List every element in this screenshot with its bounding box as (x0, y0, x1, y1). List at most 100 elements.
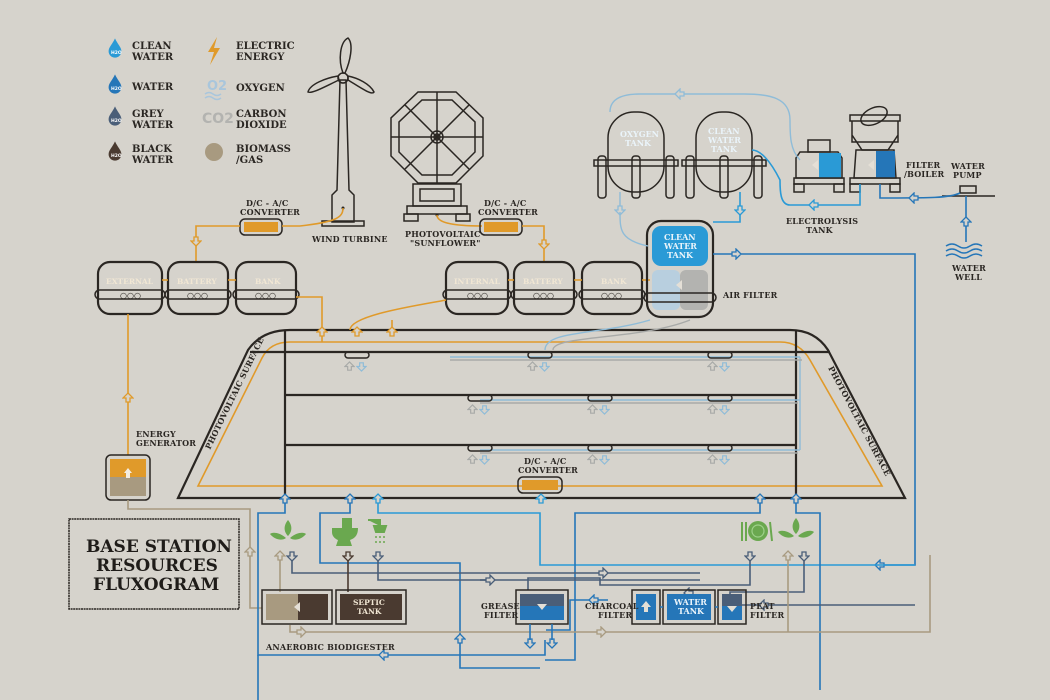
svg-text:CARBON: CARBON (236, 109, 287, 120)
svg-text:/GAS: /GAS (236, 155, 263, 166)
battery-battery-left[interactable]: BATTERY ○○○ (164, 260, 232, 316)
svg-text:H2O: H2O (111, 118, 122, 124)
water-well (945, 243, 983, 259)
svg-text:CONVERTER: CONVERTER (518, 465, 578, 475)
svg-text:WATER: WATER (950, 161, 985, 171)
svg-text:FILTER: FILTER (906, 160, 940, 170)
svg-text:○○○: ○○○ (533, 291, 554, 300)
septic-tank[interactable] (335, 589, 407, 625)
battery-bank-box-left[interactable]: BANK ○○○ (232, 260, 300, 316)
svg-text:WATER: WATER (131, 52, 174, 63)
photovoltaic-surface-left-label: PHOTOVOLTAIC SURFACE (203, 336, 266, 451)
svg-text:EXTERNAL: EXTERNAL (106, 277, 154, 286)
peat-filter[interactable] (717, 589, 747, 625)
svg-text:○○○: ○○○ (467, 291, 488, 300)
svg-text:BANK: BANK (255, 277, 281, 286)
svg-text:CHARCOAL: CHARCOAL (585, 601, 639, 611)
clean-water-tank-top[interactable] (681, 111, 767, 199)
battery-internal[interactable]: INTERNAL ○○○ (442, 260, 512, 316)
svg-text:TANK: TANK (711, 144, 738, 154)
svg-text:OXYGEN: OXYGEN (620, 129, 659, 139)
svg-text:○○○: ○○○ (601, 291, 622, 300)
svg-text:BATTERY: BATTERY (177, 277, 217, 286)
title-box: BASE STATION RESOURCES FLUXOGRAM (68, 518, 240, 610)
svg-text:BANK: BANK (601, 277, 627, 286)
wind-turbine-label: WIND TURBINE (311, 234, 388, 244)
svg-text:TANK: TANK (357, 607, 382, 616)
sunflower-label-1: PHOTOVOLTAIC (405, 229, 481, 239)
energy-generator[interactable] (105, 454, 151, 501)
svg-text:DIOXIDE: DIOXIDE (236, 120, 287, 131)
legend-item-electric-energy: ELECTRIC ENERGY (208, 37, 295, 65)
air-vents (344, 351, 733, 452)
water-pump[interactable] (942, 185, 995, 197)
svg-text:O2: O2 (207, 79, 227, 94)
toilet-icon (332, 518, 358, 546)
legend-item-grey-water: H2O GREY WATER (108, 106, 174, 131)
battery-battery-right[interactable]: BATTERY ○○○ (510, 260, 578, 316)
svg-text:WATER: WATER (131, 155, 174, 166)
svg-text:○○○: ○○○ (255, 291, 276, 300)
svg-text:RESOURCES: RESOURCES (96, 556, 218, 576)
svg-text:PEAT: PEAT (750, 601, 775, 611)
grease-filter[interactable] (515, 589, 569, 625)
svg-text:CLEAN: CLEAN (664, 232, 696, 242)
svg-text:BASE STATION: BASE STATION (86, 537, 232, 557)
photovoltaic-surface-right-label: PHOTOVOLTAIC SURFACE (826, 364, 893, 478)
svg-text:TANK: TANK (678, 606, 705, 616)
electrolysis-tank[interactable] (793, 139, 845, 193)
svg-text:/BOILER: /BOILER (904, 169, 944, 179)
svg-text:H2O: H2O (111, 86, 122, 92)
svg-text:TANK: TANK (625, 138, 652, 148)
filter-boiler[interactable] (849, 103, 901, 193)
svg-text:WATER: WATER (131, 120, 174, 131)
svg-text:WELL: WELL (954, 272, 982, 282)
photovoltaic-sunflower[interactable] (390, 91, 484, 227)
svg-text:CLEAN: CLEAN (132, 41, 172, 52)
svg-text:PUMP: PUMP (953, 170, 982, 180)
svg-text:H2O: H2O (111, 153, 122, 159)
svg-text:WATER: WATER (663, 241, 697, 251)
wind-turbine[interactable] (299, 37, 375, 227)
air-filter-label: AIR FILTER (722, 290, 778, 300)
co2-icon: CO2 (202, 111, 234, 127)
legend-item-oxygen: O2 OXYGEN (204, 79, 285, 101)
oxygen-icon: O2 (204, 79, 227, 101)
battery-bank-box-right[interactable]: BANK ○○○ (578, 260, 646, 316)
legend-item-water: H2O WATER (108, 74, 174, 94)
svg-text:CLEAN: CLEAN (708, 126, 740, 136)
anaerobic-biodigester[interactable] (261, 589, 333, 625)
legend: H2O CLEAN WATER H2O WATER H2O GREY WATER… (108, 37, 295, 166)
svg-text:ENERGY: ENERGY (136, 429, 176, 439)
svg-text:WATER: WATER (131, 82, 174, 93)
plant-icon-right (778, 518, 814, 538)
legend-item-black-water: H2O BLACK WATER (108, 141, 174, 166)
svg-text:ELECTROLYSIS: ELECTROLYSIS (786, 216, 858, 226)
svg-text:WATER: WATER (673, 597, 707, 607)
svg-text:○○○: ○○○ (187, 291, 208, 300)
converter-right[interactable] (479, 218, 523, 236)
svg-text:D/C - A/C: D/C - A/C (524, 456, 566, 466)
svg-text:BIOMASS: BIOMASS (236, 144, 291, 155)
clean-water-tank-air-filter[interactable] (643, 219, 717, 319)
converter-center[interactable] (517, 476, 563, 494)
converter-left[interactable] (239, 218, 283, 236)
legend-item-carbon-dioxide: CO2 CARBON DIOXIDE (202, 109, 287, 131)
svg-text:D/C - A/C: D/C - A/C (246, 198, 288, 208)
plant-icon-left (270, 520, 306, 540)
battery-bank-left[interactable]: EXTERNAL ○○○ BATTERY ○○○ BANK ○○○ (94, 260, 300, 316)
svg-text:ANAEROBIC BIODIGESTER: ANAEROBIC BIODIGESTER (265, 642, 395, 652)
svg-text:D/C - A/C: D/C - A/C (484, 198, 526, 208)
svg-text:WATER: WATER (951, 263, 986, 273)
battery-external[interactable]: EXTERNAL ○○○ (94, 260, 166, 316)
oxygen-tank[interactable] (593, 111, 679, 199)
svg-text:OXYGEN: OXYGEN (236, 83, 285, 94)
svg-text:GENERATOR: GENERATOR (136, 438, 196, 448)
svg-text:FILTER: FILTER (598, 610, 632, 620)
sunflower-label-2: "SUNFLOWER" (410, 238, 481, 248)
svg-text:FILTER: FILTER (484, 610, 518, 620)
air-vent-arrows (344, 361, 730, 465)
svg-text:BATTERY: BATTERY (523, 277, 563, 286)
battery-bank-right[interactable]: INTERNAL ○○○ BATTERY ○○○ BANK ○○○ (442, 260, 646, 316)
water-waves-icon (945, 243, 983, 259)
